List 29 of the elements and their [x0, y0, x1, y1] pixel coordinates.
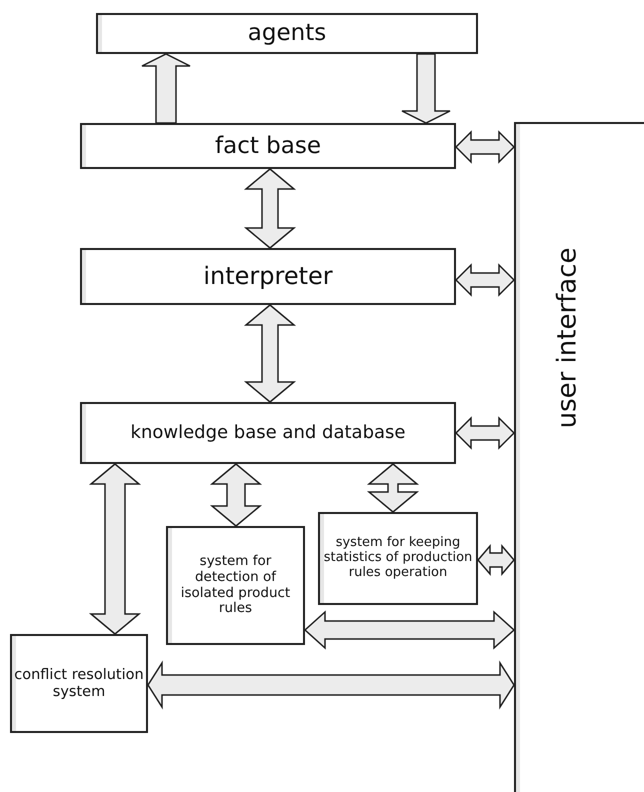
node-label: system for detection of isolated product rules [180, 554, 292, 617]
node-label: knowledge base and database [130, 422, 406, 444]
block-arrow [454, 263, 516, 297]
block-arrow [454, 416, 516, 450]
block-arrow [141, 53, 191, 124]
block-arrow [477, 544, 515, 576]
knowledge-base-box [80, 402, 456, 464]
block-arrow [88, 463, 142, 635]
node-label: conflict resolution system [13, 666, 145, 700]
block-arrow [147, 660, 515, 710]
interpreter-box [80, 248, 456, 305]
block-arrow [454, 130, 516, 164]
block-arrow [304, 610, 516, 650]
node-label: fact base [215, 132, 321, 160]
node-label: interpreter [203, 262, 333, 290]
block-arrow [210, 463, 262, 527]
user-interface-panel [514, 122, 644, 792]
node-label: system for keeping statistics of production rules operation [322, 536, 474, 581]
block-arrow [244, 304, 296, 403]
fact-base-box [80, 123, 456, 169]
block-arrow [401, 53, 451, 124]
block-arrow [366, 463, 420, 513]
conflict-resolution-box [10, 634, 148, 733]
detection-system-box [166, 526, 305, 645]
node-label: agents [248, 20, 326, 47]
block-arrow [244, 168, 296, 249]
statistics-system-box [318, 512, 478, 605]
node-label: user interface [553, 248, 583, 428]
agents-box [96, 13, 478, 54]
